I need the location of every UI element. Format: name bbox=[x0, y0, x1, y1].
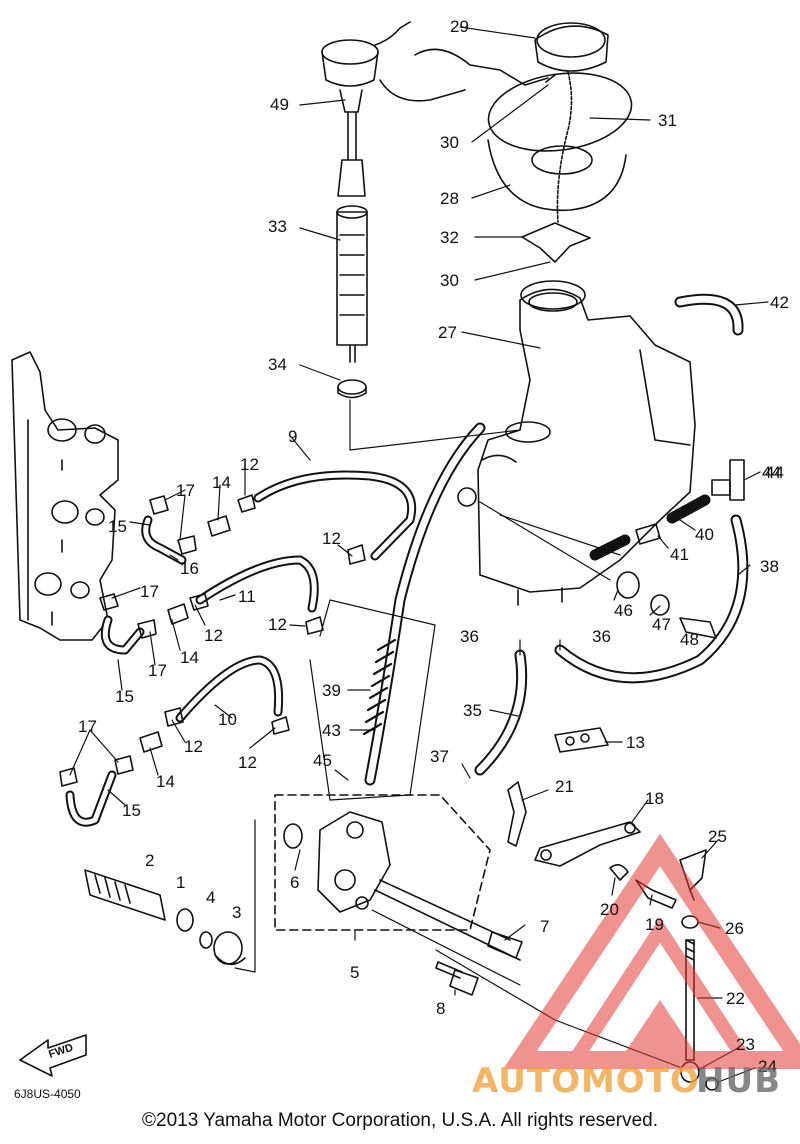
oil-level-sensor bbox=[321, 21, 549, 399]
part-label: 39 bbox=[322, 681, 341, 700]
part-label: 38 bbox=[760, 557, 779, 576]
part-label: 35 bbox=[463, 701, 482, 720]
part-label: 32 bbox=[440, 228, 459, 247]
part-label: 42 bbox=[770, 293, 789, 312]
part-label: 22 bbox=[726, 989, 745, 1008]
part-label: 17 bbox=[148, 661, 167, 680]
part-label: 25 bbox=[708, 827, 727, 846]
part-label: 48 bbox=[680, 630, 699, 649]
part-label: 29 bbox=[450, 17, 469, 36]
part-label: 44 bbox=[765, 463, 784, 482]
part-label: 5 bbox=[350, 963, 359, 982]
part-label: 33 bbox=[268, 217, 287, 236]
part-label: 27 bbox=[438, 323, 457, 342]
drive-gear-shaft bbox=[84, 869, 246, 966]
part-label: 47 bbox=[652, 615, 671, 634]
part-label: 12 bbox=[240, 455, 259, 474]
part-label: 3 bbox=[232, 903, 241, 922]
bolts bbox=[435, 931, 523, 996]
part-label: 15 bbox=[108, 517, 127, 536]
part-label: 36 bbox=[460, 627, 479, 646]
tank-cap-assembly bbox=[487, 22, 633, 263]
part-label: 43 bbox=[322, 721, 341, 740]
part-label: 4 bbox=[206, 888, 215, 907]
part-label: 17 bbox=[140, 582, 159, 601]
part-label: 17 bbox=[78, 717, 97, 736]
part-label: 14 bbox=[212, 473, 231, 492]
hose-holder bbox=[554, 727, 609, 753]
part-label: 45 bbox=[313, 751, 332, 770]
part-label: 9 bbox=[288, 427, 297, 446]
part-label: 19 bbox=[645, 915, 664, 934]
part-label: 24 bbox=[758, 1057, 777, 1076]
part-label: 20 bbox=[600, 900, 619, 919]
intake-manifold bbox=[11, 351, 119, 641]
part-label: 16 bbox=[180, 559, 199, 578]
oil-hoses bbox=[65, 293, 749, 827]
part-label: 41 bbox=[670, 545, 689, 564]
hose-spring-guard bbox=[362, 638, 397, 736]
part-label: 12 bbox=[322, 529, 341, 548]
part-label: 7 bbox=[540, 917, 549, 936]
oil-pump-assembly bbox=[274, 794, 521, 961]
part-label: 46 bbox=[614, 601, 633, 620]
part-label: 34 bbox=[268, 355, 287, 374]
part-label: 10 bbox=[218, 710, 237, 729]
svg-text:AUTOMOTO: AUTOMOTO bbox=[472, 1061, 700, 1101]
svg-text:HUB: HUB bbox=[696, 1061, 781, 1101]
part-label: 15 bbox=[122, 801, 141, 820]
part-label: 6 bbox=[290, 873, 299, 892]
part-label: 18 bbox=[645, 789, 664, 808]
part-label: 23 bbox=[736, 1035, 755, 1054]
part-label: 12 bbox=[268, 615, 287, 634]
part-label: 17 bbox=[176, 481, 195, 500]
part-label: 36 bbox=[592, 627, 611, 646]
diagram-code: 6J8US-4050 bbox=[14, 1087, 81, 1101]
part-label: 13 bbox=[626, 733, 645, 752]
part-label: 14 bbox=[156, 772, 175, 791]
fwd-label: FWD bbox=[47, 1042, 75, 1061]
watermark-text: AUTOMOTO HUB bbox=[472, 1061, 781, 1101]
part-label: 44 bbox=[762, 463, 781, 482]
part-label: 1 bbox=[176, 873, 185, 892]
part-label: 40 bbox=[695, 525, 714, 544]
watermark-logo-icon bbox=[503, 833, 800, 1069]
part-label: 12 bbox=[238, 753, 257, 772]
part-label: 12 bbox=[204, 626, 223, 645]
fwd-arrow-icon bbox=[19, 1034, 87, 1077]
copyright-notice: ©2013 Yamaha Motor Corporation, U.S.A. A… bbox=[142, 1110, 658, 1131]
part-label: 8 bbox=[436, 999, 445, 1018]
part-label: 30 bbox=[440, 133, 459, 152]
part-label: 37 bbox=[430, 747, 449, 766]
part-label: 2 bbox=[145, 851, 154, 870]
part-label: 21 bbox=[555, 777, 574, 796]
part-label: 12 bbox=[184, 737, 203, 756]
part-label: 30 bbox=[440, 271, 459, 290]
part-label: 15 bbox=[115, 687, 134, 706]
part-label: 11 bbox=[238, 587, 256, 606]
part-label: 14 bbox=[180, 648, 199, 667]
part-label: 26 bbox=[725, 919, 744, 938]
part-label: 31 bbox=[658, 111, 677, 130]
part-label: 49 bbox=[270, 95, 289, 114]
part-label: 28 bbox=[440, 189, 459, 208]
part-labels: 29 49 30 31 28 32 30 33 34 27 42 9 12 14… bbox=[78, 17, 789, 1076]
hose-clips bbox=[59, 494, 366, 787]
fittings bbox=[517, 459, 745, 639]
oil-tank bbox=[457, 280, 696, 593]
